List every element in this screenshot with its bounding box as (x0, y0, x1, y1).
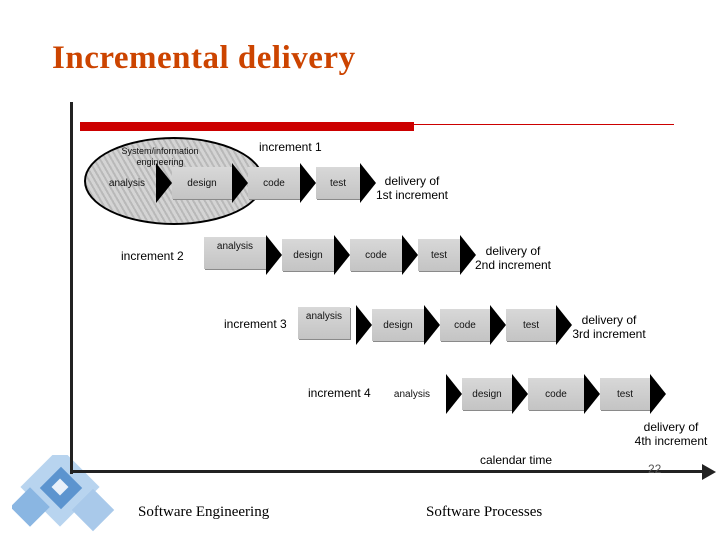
increment-1-design: design (172, 167, 232, 199)
increment-2-test: test (418, 239, 460, 271)
arrow (156, 163, 172, 203)
increment-3-test: test (506, 309, 556, 341)
arrow (556, 305, 572, 345)
increment-3-delivery: delivery of 3rd increment (572, 313, 646, 341)
arrow (584, 374, 600, 414)
increment-1-analysis: analysis (108, 177, 146, 189)
increment-4-delivery: delivery of 4th increment (634, 420, 708, 448)
increment-3-analysis: analysis (298, 307, 350, 339)
increment-4-analysis: analysis (393, 388, 431, 400)
increment-1-label: increment 1 (259, 140, 322, 154)
increment-2-delivery: delivery of 2nd increment (474, 244, 552, 272)
arrow (460, 235, 476, 275)
arrow (424, 305, 440, 345)
increment-1-code: code (248, 167, 300, 199)
increment-2-code: code (350, 239, 402, 271)
calendar-time-label: calendar time (480, 453, 553, 467)
increment-3-label: increment 3 (224, 317, 287, 331)
oval-label: System/information engineering (121, 146, 199, 167)
slide-title: Incremental delivery (52, 40, 356, 76)
time-axis-arrowhead (702, 464, 716, 480)
increment-3-code: code (440, 309, 490, 341)
arrow (402, 235, 418, 275)
arrow (232, 163, 248, 203)
increment-4-label: increment 4 (308, 386, 371, 400)
arrow (266, 235, 282, 275)
footer-left: Software Engineering (138, 504, 270, 520)
arrow (650, 374, 666, 414)
arrow (490, 305, 506, 345)
arrow (446, 374, 462, 414)
increment-2-design: design (282, 239, 334, 271)
increment-1-delivery: delivery of 1st increment (375, 174, 449, 202)
increment-2-label: increment 2 (121, 249, 184, 263)
title-underline-bar (80, 122, 414, 131)
increment-4-test: test (600, 378, 650, 410)
arrow (356, 305, 372, 345)
page-number: 22 (648, 462, 662, 476)
footer-right: Software Processes (426, 504, 543, 520)
arrow (300, 163, 316, 203)
increment-2-analysis: analysis (204, 237, 266, 269)
arrow (334, 235, 350, 275)
corner-logo (10, 447, 122, 538)
increment-4-design: design (462, 378, 512, 410)
arrow (512, 374, 528, 414)
increment-1-test: test (316, 167, 360, 199)
title-underline-line (414, 124, 674, 125)
arrow (360, 163, 376, 203)
increment-3-design: design (372, 309, 424, 341)
time-axis (72, 470, 708, 473)
increment-4-code: code (528, 378, 584, 410)
vertical-axis (70, 102, 73, 474)
